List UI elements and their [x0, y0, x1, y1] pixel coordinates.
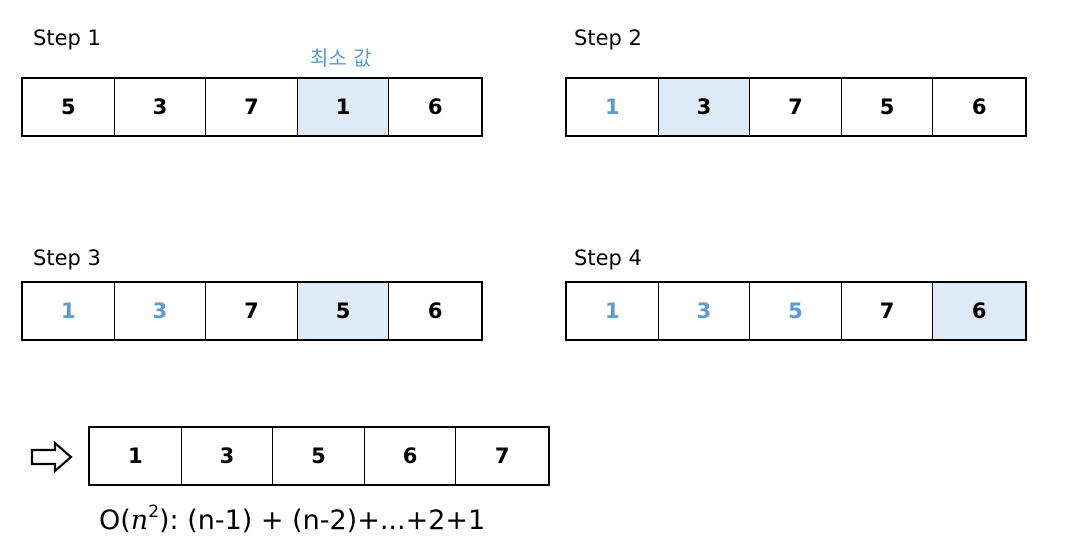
step-1-label: Step 1 [33, 26, 101, 50]
result-cell: 5 [273, 428, 365, 484]
array-cell: 1 [567, 79, 659, 135]
minimum-value-note: 최소 값 [310, 46, 372, 70]
step-3-array: 1 3 7 5 6 [21, 281, 483, 341]
array-cell: 5 [750, 283, 842, 339]
array-cell: 1 [297, 79, 390, 135]
array-cell: 5 [842, 79, 934, 135]
formula-prefix: O( [99, 505, 131, 536]
step-4-array: 1 3 5 7 6 [565, 281, 1027, 341]
array-cell: 5 [297, 283, 390, 339]
complexity-formula: O(n2): (n-1) + (n-2)+...+2+1 [99, 503, 485, 539]
array-cell: 7 [206, 283, 298, 339]
sorted-result-array: 1 3 5 6 7 [88, 426, 550, 486]
array-cell: 3 [115, 283, 207, 339]
formula-suffix: ): (n-1) + (n-2)+...+2+1 [159, 505, 486, 536]
array-cell: 7 [206, 79, 298, 135]
step-1-array: 5 3 7 1 6 [21, 77, 483, 137]
array-cell: 6 [933, 283, 1025, 339]
array-cell: 6 [971, 95, 987, 119]
step-2-array: 1 3 7 5 6 [565, 77, 1027, 137]
result-cell: 6 [365, 428, 457, 484]
step-4-label: Step 4 [574, 246, 642, 270]
result-cell: 7 [494, 444, 510, 468]
step-3-label: Step 3 [33, 246, 101, 270]
array-cell: 1 [567, 283, 659, 339]
result-cell: 1 [90, 428, 182, 484]
result-cell: 3 [182, 428, 274, 484]
array-cell: 6 [427, 95, 443, 119]
array-cell: 6 [427, 299, 443, 323]
array-cell: 3 [658, 79, 751, 135]
formula-exponent: 2 [148, 502, 160, 522]
right-arrow-icon [30, 440, 74, 474]
array-cell: 5 [23, 79, 115, 135]
array-cell: 1 [23, 283, 115, 339]
array-cell: 3 [659, 283, 751, 339]
array-cell: 3 [115, 79, 207, 135]
array-cell: 7 [750, 79, 842, 135]
step-2-label: Step 2 [574, 26, 642, 50]
array-cell: 7 [842, 283, 934, 339]
formula-variable: n [130, 505, 149, 536]
